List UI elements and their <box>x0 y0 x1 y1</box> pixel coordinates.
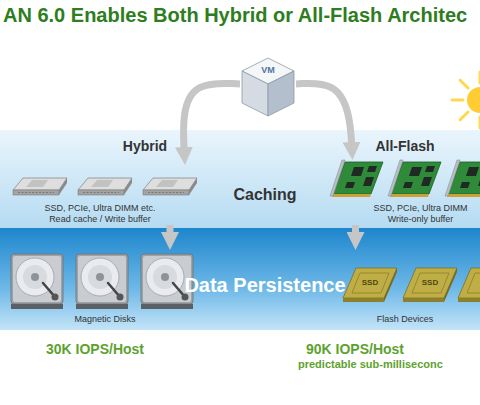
cube-face <box>268 71 294 116</box>
vm-icon: VM <box>240 56 296 118</box>
device-caption: SSD, PCIe, Ultra DIMM Write-only buffer <box>368 203 473 225</box>
hybrid-cache-group: SSD, PCIe, Ultra DIMM etc. Read cache / … <box>5 165 205 225</box>
device-label: SSD <box>362 279 378 287</box>
device-label: SSD <box>422 279 438 287</box>
flash-cache-group: SSD, PCIe, Ultra DIMM Write-only buffer <box>330 160 480 225</box>
flash-device-group: Flash Devices <box>330 250 480 330</box>
sun-disc <box>467 87 480 113</box>
persistence-band: Data PersistenceMagnetic Disks Flash Devi… <box>0 228 480 330</box>
sun-rays <box>452 72 480 128</box>
column-heading: All-Flash <box>375 139 434 153</box>
iops-figure: 30K IOPS/Host <box>46 342 144 356</box>
sun-burst <box>452 72 480 128</box>
iops-figure: 90K IOPS/Host <box>306 342 404 356</box>
column-heading: Hybrid <box>123 139 167 153</box>
latency-note: predictable sub-milliseconc <box>298 359 443 370</box>
tier-heading: Data Persistence <box>165 273 365 297</box>
diagram-title: AN 6.0 Enables Both Hybrid or All-Flash … <box>3 3 467 27</box>
device-caption: SSD, PCIe, Ultra DIMM etc. Read cache / … <box>35 203 165 225</box>
hybrid-disk-group: Magnetic Disks <box>5 250 205 330</box>
vm-label: VM <box>240 65 296 76</box>
cube-face <box>242 71 268 116</box>
device-caption: Flash Devices <box>330 314 480 325</box>
tier-heading: Caching <box>195 185 335 205</box>
device-caption: Magnetic Disks <box>15 314 195 325</box>
